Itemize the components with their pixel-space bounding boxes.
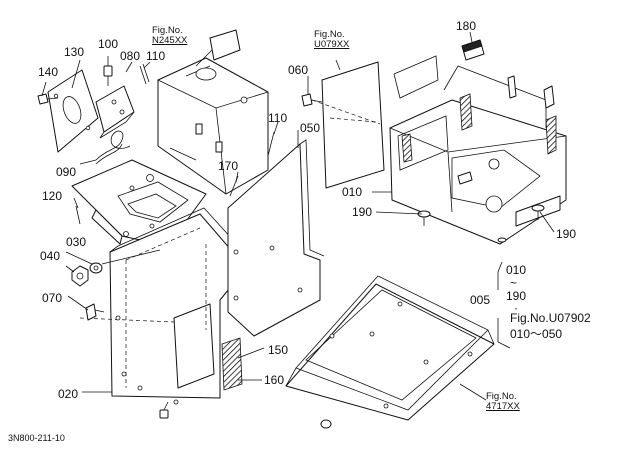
part-label-005: 005 [470,293,491,307]
screw-080 [103,65,113,86]
cover-plate-120-area [71,159,207,247]
label-plate-150 [221,337,243,391]
upper-housing-n245 [157,29,269,195]
part-label-060: 060 [288,63,309,77]
strap-180 [461,39,485,61]
bolt-070 [85,303,105,321]
part-label-170: 170 [218,159,239,173]
assembly-dot: · [514,301,518,315]
fig-ref-u079: Fig.No. U079XX [314,29,350,51]
part-label-120: 120 [42,189,63,203]
part-label-140: 140 [38,65,59,79]
washer-030 [89,249,161,274]
side-panel-020 [79,207,243,405]
bolt-140 [37,93,59,105]
fig-ref-n245: Fig.No. N245XX [152,25,188,47]
part-label-040: 040 [40,249,61,263]
drawing-code: 3N800-211-10 [8,433,65,443]
fig-ref-n245-code: N245XX [152,35,188,47]
pin-120 [75,205,81,225]
assembly-fig-range: 010～050 [510,327,563,341]
assembly-range-top: 010 [506,263,527,277]
bolt-060 [301,93,323,107]
part-label-070: 070 [42,291,63,305]
assembly-fig-line: Fig.No.U07902 [510,311,591,325]
part-label-110-right: 110 [268,111,288,125]
fig-ref-4717: Fig.No. 4717XX [486,391,520,413]
fig-ref-n245-prefix: Fig.No. [152,25,183,36]
panel-050 [205,139,325,337]
fig-ref-4717-prefix: Fig.No. [486,391,517,402]
pin-110-right [267,131,275,157]
gasket-plate-130 [47,69,99,153]
part-label-020: 020 [58,387,79,401]
tray-4717 [285,275,495,429]
part-label-080: 080 [120,49,141,63]
part-label-050: 050 [300,121,321,135]
pin-110-left [139,63,150,85]
bracket-100 [95,85,135,139]
tank-010 [389,55,567,245]
part-label-100: 100 [98,37,119,51]
part-label-160: 160 [264,373,285,387]
leader-lines [41,31,555,401]
fig-ref-u079-prefix: Fig.No. [314,29,345,40]
part-label-190-right: 190 [556,227,577,241]
part-label-110-left: 110 [146,49,166,63]
assembly-range-bottom: 190 [506,289,527,303]
part-label-090: 090 [56,165,77,179]
rubber-pads-190 [417,204,545,243]
bolt-bottom [159,401,169,419]
fig-ref-u079-code: U079XX [314,39,350,51]
nut-040 [71,265,89,287]
part-label-180: 180 [456,19,477,33]
part-label-150: 150 [268,343,289,357]
fig-ref-4717-code: 4717XX [486,401,520,413]
spring-clip-090 [95,130,131,165]
part-label-030: 030 [66,235,87,249]
part-label-010: 010 [342,185,363,199]
part-label-130: 130 [64,45,85,59]
part-label-190-left: 190 [352,205,373,219]
panel-u079 [311,61,385,189]
assembly-range-sep: ~ [510,276,518,290]
